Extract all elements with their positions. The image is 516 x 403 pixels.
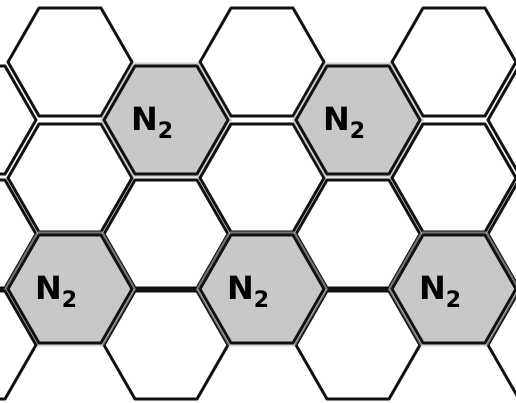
molecule-label: N2 — [35, 269, 77, 313]
molecule-symbol: N — [323, 100, 350, 138]
hex-cell-occupied — [390, 233, 516, 345]
molecule-subscript: 2 — [158, 119, 173, 144]
molecule-subscript: 2 — [350, 119, 365, 144]
hex-cell-empty — [390, 6, 516, 118]
hex-cell-empty — [102, 289, 230, 401]
hex-cell-occupied — [198, 233, 326, 345]
molecule-label: N2 — [227, 269, 269, 313]
hex-cell-occupied — [294, 64, 422, 176]
hex-cell-empty — [198, 6, 326, 118]
hex-cell-occupied — [6, 233, 134, 345]
hex-cell-empty — [0, 289, 38, 401]
hex-cell-empty — [294, 289, 422, 401]
hex-cell-empty — [6, 6, 134, 118]
hex-cell-occupied — [102, 64, 230, 176]
hex-cell-empty — [486, 68, 516, 172]
molecule-subscript: 2 — [254, 288, 269, 313]
hexagon-layer — [0, 6, 516, 401]
molecule-symbol: N — [419, 269, 446, 307]
molecule-label: N2 — [323, 100, 365, 144]
molecule-symbol: N — [131, 100, 158, 138]
molecule-label: N2 — [131, 100, 173, 144]
hex-cell-empty — [486, 293, 516, 397]
molecule-symbol: N — [35, 269, 62, 307]
hex-cell-empty — [0, 64, 38, 176]
molecule-subscript: 2 — [62, 288, 77, 313]
molecule-subscript: 2 — [446, 288, 461, 313]
molecule-symbol: N — [227, 269, 254, 307]
molecule-label: N2 — [419, 269, 461, 313]
